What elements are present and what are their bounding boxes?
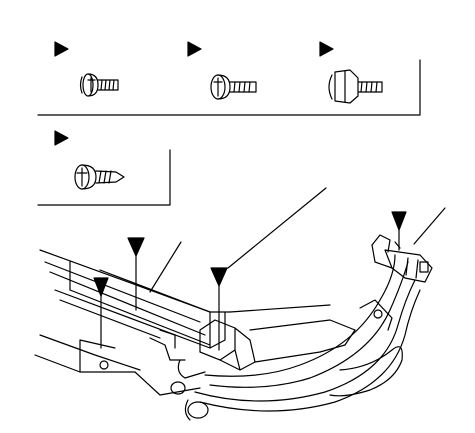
leader-line xyxy=(149,241,182,293)
pan-head-screw-icon xyxy=(210,74,257,100)
callout-marker-rail xyxy=(127,237,145,311)
triangle-marker-icon xyxy=(187,41,202,57)
wire-harness xyxy=(170,254,421,421)
hex-flange-bolt-icon xyxy=(328,69,383,104)
triangle-marker-icon xyxy=(54,130,69,146)
tapping-screw-icon xyxy=(74,164,125,190)
callout-marker-connector xyxy=(391,211,407,251)
bracket-rail xyxy=(39,249,331,349)
callout-marker-clamp xyxy=(210,267,228,351)
triangle-marker-icon xyxy=(54,41,69,57)
legend-frame-top xyxy=(37,59,421,116)
leader-line xyxy=(413,207,446,245)
legend-frame-second xyxy=(37,149,171,206)
base-plate xyxy=(34,329,201,396)
triangle-marker-icon xyxy=(319,41,334,57)
callout-marker-left xyxy=(93,277,109,349)
harness-connector xyxy=(371,234,433,283)
leader-line xyxy=(227,187,327,269)
pan-head-washer-screw-icon xyxy=(79,73,119,97)
